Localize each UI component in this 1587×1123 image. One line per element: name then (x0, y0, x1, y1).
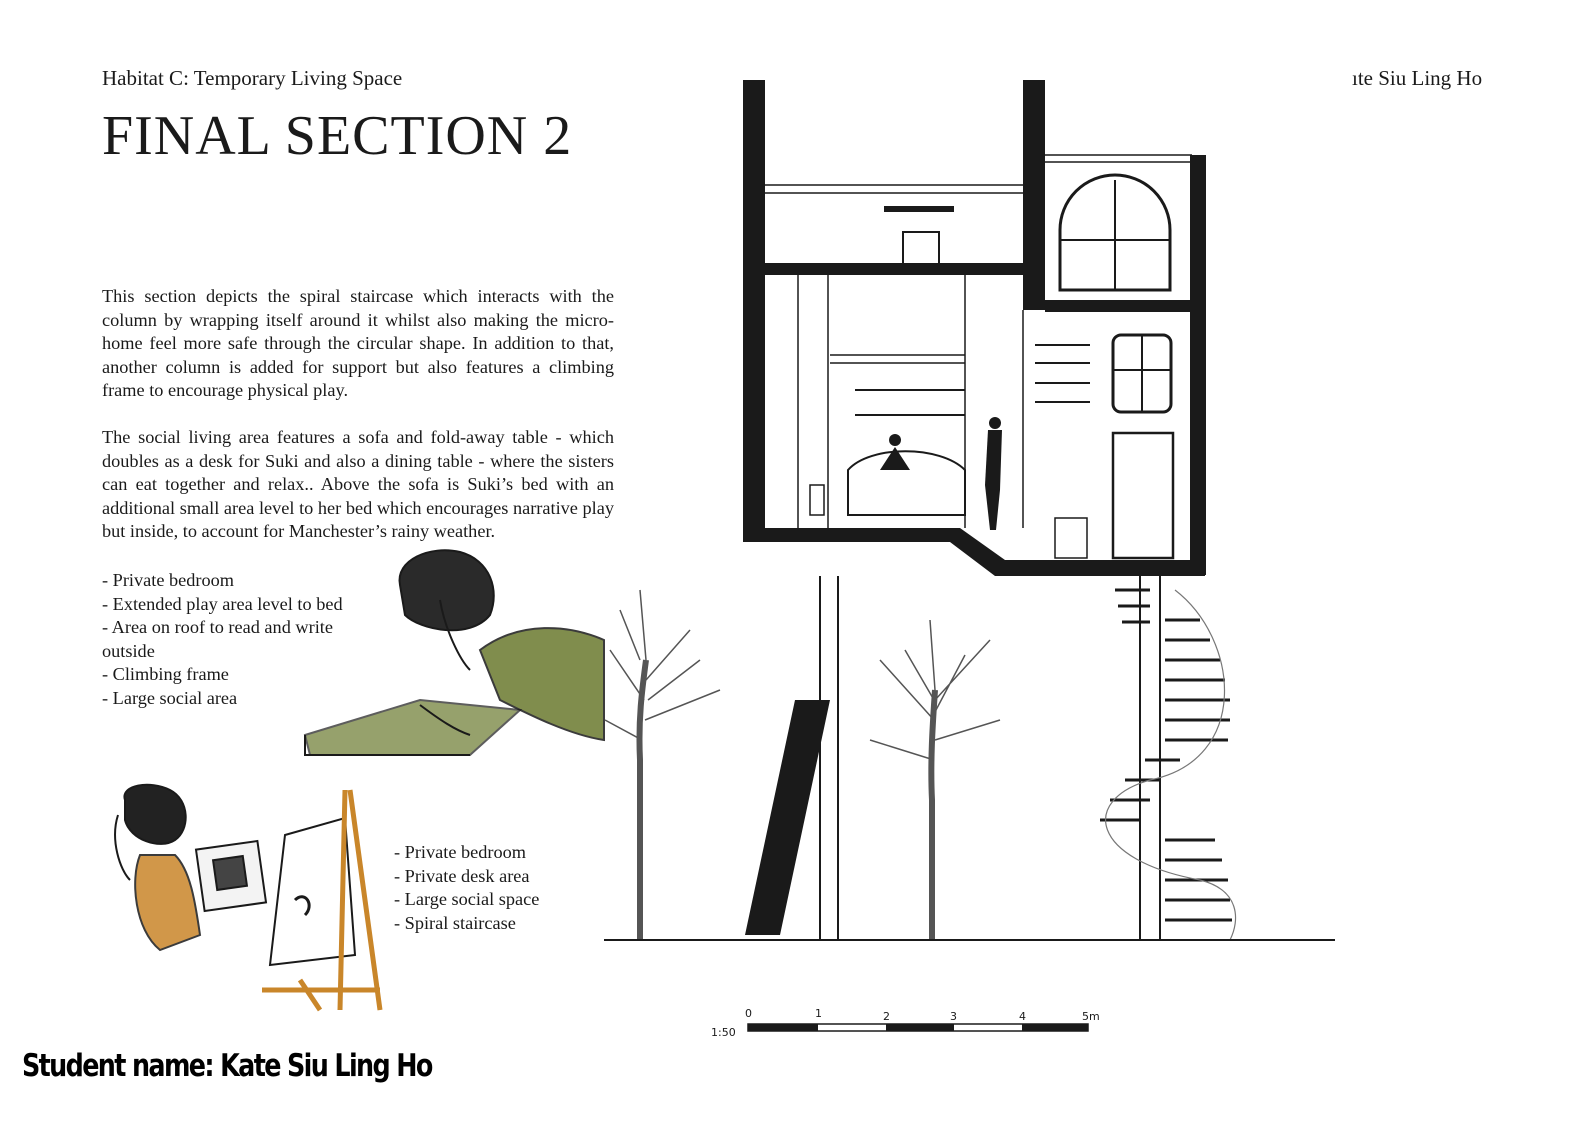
tree-left (604, 589, 721, 940)
scale-tick-label: 3 (950, 1010, 957, 1023)
feature-list-a: - Private bedroom - Extended play area l… (102, 569, 362, 711)
feature-list-item: - Climbing frame (102, 664, 229, 685)
scale-tick-label: 1 (815, 1007, 822, 1020)
scale-bar: 1:50 0 1 2 3 4 5m (711, 1007, 1100, 1039)
feature-list-item: - Large social space (394, 889, 540, 910)
scale-tick-label: 5m (1082, 1010, 1100, 1023)
feature-list-item: - Large social area (102, 687, 238, 708)
feature-list-item: - Area on roof to read and write outside (102, 617, 333, 661)
feature-list-item: - Private bedroom (394, 842, 526, 862)
scale-tick-label: 0 (745, 1007, 752, 1020)
feature-list-item: - Private bedroom (102, 570, 234, 590)
girl-reading-sketch (303, 549, 605, 756)
feature-list-item: - Spiral staircase (394, 912, 516, 933)
scale-tick-label: 2 (883, 1010, 890, 1023)
house-section (604, 80, 1335, 941)
header-project-label: Habitat C: Temporary Living Space (102, 66, 403, 90)
tree-middle (869, 619, 1001, 940)
header-author-label: ıte Siu Ling Ho (1352, 66, 1483, 90)
feature-list-item: - Extended play area level to bed (102, 593, 343, 614)
girl-painting-sketch (114, 783, 383, 1012)
scale-tick-label: 4 (1019, 1010, 1026, 1023)
feature-list-item: - Private desk area (394, 865, 530, 886)
description-paragraph-1: This section depicts the spiral staircas… (102, 286, 614, 401)
scale-ratio-label: 1:50 (711, 1026, 736, 1039)
description-paragraph-2: The social living area features a sofa a… (102, 427, 614, 542)
student-name-label: Student name: Kate Siu Ling Ho (22, 1048, 433, 1084)
feature-list-b: - Private bedroom - Private desk area - … (394, 841, 594, 935)
page-title: FINAL SECTION 2 (102, 105, 573, 167)
